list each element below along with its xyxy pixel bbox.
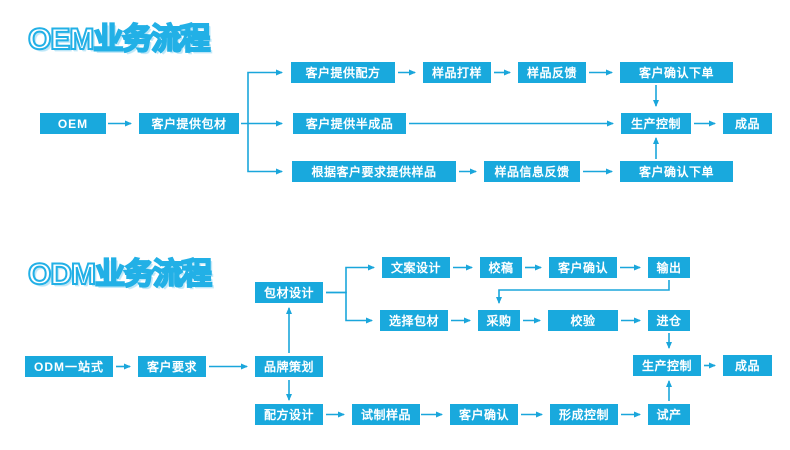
- node-oem_r2_1: 客户提供半成品: [293, 113, 406, 134]
- branch-oem-down: [247, 123, 283, 175]
- node-odm_prod: 生产控制: [633, 355, 701, 376]
- node-odm_brand: 品牌策划: [255, 356, 323, 377]
- node-odm_store: 进仓: [648, 310, 690, 331]
- section-title-oem: OEM业务流程: [27, 22, 211, 57]
- branch-oem-up: [247, 69, 283, 124]
- node-odm_trial: 试产: [648, 404, 690, 425]
- node-oem_start: OEM: [40, 113, 106, 134]
- node-odm_req: 客户要求: [138, 356, 206, 377]
- arrow-odm-out-to-buy: [496, 280, 670, 304]
- section-title-odm: ODM业务流程: [27, 257, 213, 292]
- node-oem_r1_2: 样品打样: [423, 62, 491, 83]
- node-odm_buy: 采购: [478, 310, 520, 331]
- node-odm_conf1: 客户确认: [549, 257, 617, 278]
- node-odm_conf2: 客户确认: [450, 404, 518, 425]
- node-odm_packdes: 包材设计: [255, 282, 323, 303]
- branch-odm-packdes-down: [326, 291, 373, 324]
- node-oem_r1_1: 客户提供配方: [291, 62, 395, 83]
- node-oem_r1_3: 样品反馈: [518, 62, 586, 83]
- node-oem_pack: 客户提供包材: [139, 113, 239, 134]
- node-oem_r3_3: 客户确认下单: [620, 161, 733, 182]
- node-odm_control: 形成控制: [550, 404, 618, 425]
- node-odm_final: 成品: [723, 355, 772, 376]
- node-odm_out: 输出: [648, 257, 690, 278]
- node-oem_r3_1: 根据客户要求提供样品: [292, 161, 456, 182]
- node-odm_start: ODM一站式: [25, 356, 113, 377]
- node-oem_final: 成品: [723, 113, 772, 134]
- node-oem_r1_4: 客户确认下单: [620, 62, 733, 83]
- node-odm_proof: 校稿: [480, 257, 522, 278]
- node-odm_copy: 文案设计: [382, 257, 450, 278]
- node-odm_sample: 试制样品: [352, 404, 420, 425]
- node-oem_r3_2: 样品信息反馈: [484, 161, 580, 182]
- node-odm_check: 校验: [548, 310, 618, 331]
- node-odm_formula: 配方设计: [255, 404, 323, 425]
- node-oem_prod: 生产控制: [621, 113, 691, 134]
- branch-odm-packdes-up: [326, 264, 375, 294]
- node-odm_choose: 选择包材: [380, 310, 448, 331]
